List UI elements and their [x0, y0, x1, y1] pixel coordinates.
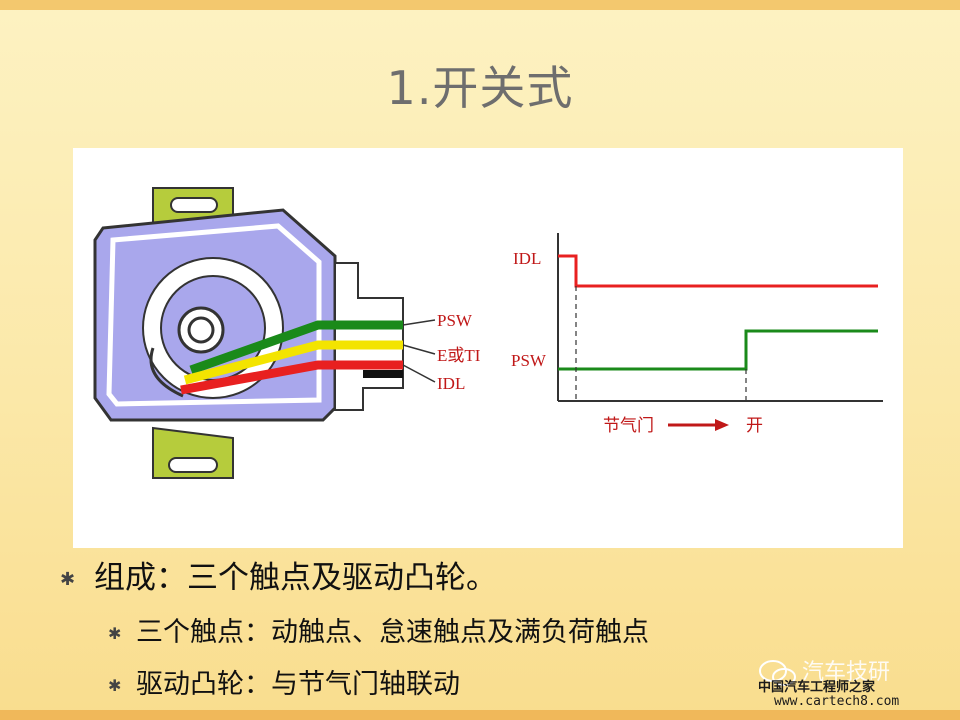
- idl-leader: [402, 364, 436, 383]
- throttle-sensor-figure: PSW E或TI IDL IDL PSW 节气门 开: [93, 187, 883, 479]
- psw-leader: [402, 319, 436, 326]
- chart-x-label: 节气门: [603, 416, 654, 436]
- chart-x-end: 开: [746, 416, 763, 436]
- asterisk-bullet-icon: ✱: [108, 676, 122, 695]
- chart-arrow-icon: [715, 419, 729, 431]
- top-mount-slot: [170, 197, 218, 213]
- connector-block: [334, 262, 404, 411]
- asterisk-bullet-icon: ✱: [60, 569, 76, 590]
- asterisk-bullet-icon: ✱: [108, 624, 122, 643]
- slide-title: 1.开关式: [386, 61, 574, 115]
- bottom-mount-slot: [168, 457, 218, 473]
- top-strip: [0, 0, 960, 10]
- watermark-org: 中国汽车工程师之家: [758, 680, 876, 695]
- bullet-sub-1-text: 三个触点：动触点、怠速触点及满负荷触点: [136, 617, 649, 648]
- wechat-logo-icon: [759, 660, 796, 686]
- watermark-brand: 汽车技研: [802, 660, 891, 685]
- chart-label-psw: PSW: [511, 351, 547, 370]
- chart-label-idl: IDL: [513, 249, 541, 268]
- ti-wire: [183, 340, 403, 385]
- idl-signal-line: [558, 254, 878, 288]
- label-e-ti: E或TI: [437, 346, 481, 365]
- psw-signal-line: [558, 329, 878, 371]
- label-idl: IDL: [437, 374, 465, 393]
- throttle-shaft: [187, 316, 215, 344]
- watermark: 汽车技研 中国汽车工程师之家 www.cartech8.com: [758, 652, 948, 712]
- connector-pin: [363, 370, 403, 378]
- bullet-sub-2: ✱ 驱动凸轮：与节气门轴联动: [108, 662, 460, 701]
- housing-inner-rim: [106, 223, 322, 407]
- cam-groove: [149, 347, 184, 398]
- bullet-main: ✱ 组成：三个触点及驱动凸轮。: [60, 552, 497, 597]
- bottom-strip: [0, 710, 960, 720]
- bullet-sub-2-text: 驱动凸轮：与节气门轴联动: [136, 669, 460, 700]
- label-psw: PSW: [437, 311, 473, 330]
- watermark-url: www.cartech8.com: [774, 694, 900, 709]
- psw-wire: [189, 320, 403, 375]
- figure-panel: PSW E或TI IDL IDL PSW 节气门 开: [73, 148, 903, 548]
- bullet-sub-1: ✱ 三个触点：动触点、怠速触点及满负荷触点: [108, 610, 649, 649]
- ti-leader: [402, 344, 436, 355]
- bullet-main-text: 组成：三个触点及驱动凸轮。: [94, 560, 497, 596]
- idl-wire: [180, 360, 403, 395]
